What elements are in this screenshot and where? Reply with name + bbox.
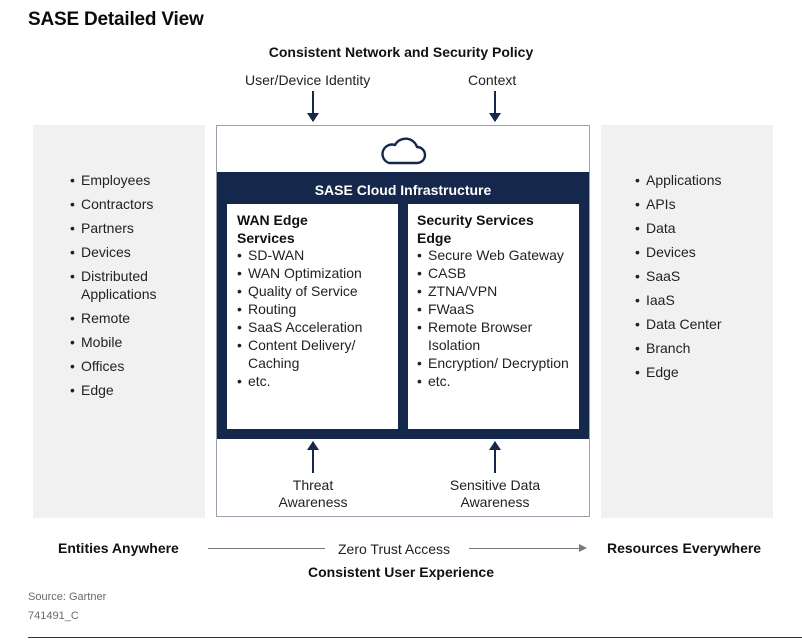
security-edge-item: etc. xyxy=(417,373,577,391)
security-edge-card: Security Services Edge Secure Web Gatewa… xyxy=(408,204,579,429)
sase-frame: SASE Cloud Infrastructure WAN Edge Servi… xyxy=(216,125,590,517)
sensitive-data-awareness-label: Sensitive Data Awareness xyxy=(449,477,541,510)
source-note: Source: Gartner xyxy=(28,591,107,603)
wan-edge-item: SaaS Acceleration xyxy=(237,319,395,337)
infrastructure-title: SASE Cloud Infrastructure xyxy=(314,182,492,198)
security-edge-item: Remote Browser Isolation xyxy=(417,319,577,354)
entity-item: Offices xyxy=(70,357,200,375)
entity-item: Mobile xyxy=(70,333,200,351)
resource-item: APIs xyxy=(635,195,765,213)
entity-item: Contractors xyxy=(70,195,200,213)
entity-item: Remote xyxy=(70,309,200,327)
resources-list: ApplicationsAPIsDataDevicesSaaS IaaS Data … xyxy=(635,171,765,387)
context-arrow xyxy=(489,91,501,122)
threat-arrow xyxy=(307,441,319,473)
wan-edge-item: WAN Optimization xyxy=(237,265,395,283)
identity-arrow xyxy=(307,91,319,122)
security-edge-list: Secure Web GatewayCASBZTNA/VPNFWaaSRemot… xyxy=(417,247,577,391)
zero-trust-access-label: Zero Trust Access xyxy=(338,541,451,557)
entity-item: Edge xyxy=(70,381,200,399)
resource-item: SaaS xyxy=(635,267,765,285)
resource-item: Edge xyxy=(635,363,765,381)
wan-edge-item: etc. xyxy=(237,373,395,391)
user-device-identity-label: User/Device Identity xyxy=(245,72,371,88)
security-edge-title: Security Services Edge xyxy=(417,212,534,246)
resource-item: Devices xyxy=(635,243,765,261)
security-edge-item: CASB xyxy=(417,265,577,283)
resources-panel: ApplicationsAPIsDataDevicesSaaS IaaS Data … xyxy=(601,125,773,518)
wan-edge-item: Content Delivery/ Caching xyxy=(237,337,395,372)
context-label: Context xyxy=(468,72,517,88)
entities-anywhere-label: Entities Anywhere xyxy=(58,540,179,556)
cloud-icon xyxy=(381,137,427,165)
entity-item: Devices xyxy=(70,243,200,261)
wan-edge-list: SD-WANWAN OptimizationQuality of Service… xyxy=(237,247,395,391)
wan-edge-card: WAN Edge Services SD-WANWAN Optimization… xyxy=(227,204,398,429)
security-edge-item: ZTNA/VPN xyxy=(417,283,577,301)
resource-item: IaaS xyxy=(635,291,765,309)
entities-panel: EmployeesContractorsPartnersDevicesDistr… xyxy=(33,125,205,518)
consistent-user-experience-label: Consistent User Experience xyxy=(308,564,494,580)
document-id: 741491_C xyxy=(28,610,79,622)
flow-line-right xyxy=(469,544,587,552)
security-edge-item: Encryption/ Decryption xyxy=(417,355,577,373)
resource-item: Data Center xyxy=(635,315,765,333)
entity-item: Distributed Applications xyxy=(70,267,200,303)
threat-awareness-label: Threat Awareness xyxy=(278,477,348,510)
sensitive-data-arrow xyxy=(489,441,501,473)
resource-item: Branch xyxy=(635,339,765,357)
entity-item: Employees xyxy=(70,171,200,189)
diagram-title: SASE Detailed View xyxy=(28,9,204,30)
entities-list: EmployeesContractorsPartnersDevicesDistr… xyxy=(70,171,200,405)
resources-everywhere-label: Resources Everywhere xyxy=(607,540,762,556)
wan-edge-item: Quality of Service xyxy=(237,283,395,301)
wan-edge-title: WAN Edge Services xyxy=(237,212,308,246)
security-edge-item: Secure Web Gateway xyxy=(417,247,577,265)
wan-edge-item: Routing xyxy=(237,301,395,319)
entity-item: Partners xyxy=(70,219,200,237)
wan-edge-item: SD-WAN xyxy=(237,247,395,265)
resource-item: Applications xyxy=(635,171,765,189)
policy-heading: Consistent Network and Security Policy xyxy=(268,44,534,60)
sase-cloud-infrastructure: SASE Cloud Infrastructure WAN Edge Servi… xyxy=(217,172,589,439)
resource-item: Data xyxy=(635,219,765,237)
bottom-rule xyxy=(28,637,802,638)
security-edge-item: FWaaS xyxy=(417,301,577,319)
flow-line-left xyxy=(208,548,325,549)
